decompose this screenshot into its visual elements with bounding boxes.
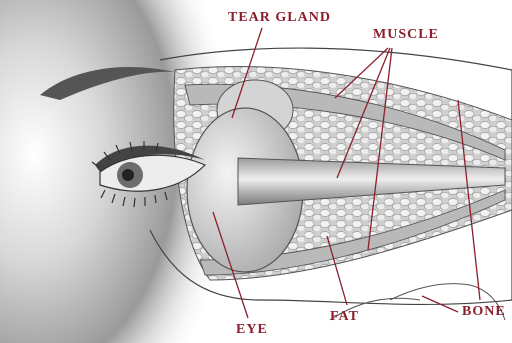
label-muscle: MUSCLE — [373, 27, 439, 43]
pupil — [122, 169, 134, 181]
label-fat: FAT — [330, 309, 359, 325]
label-tear-gland: TEAR GLAND — [228, 10, 331, 26]
label-bone: BONE — [462, 304, 506, 320]
label-eye: EYE — [236, 322, 268, 338]
